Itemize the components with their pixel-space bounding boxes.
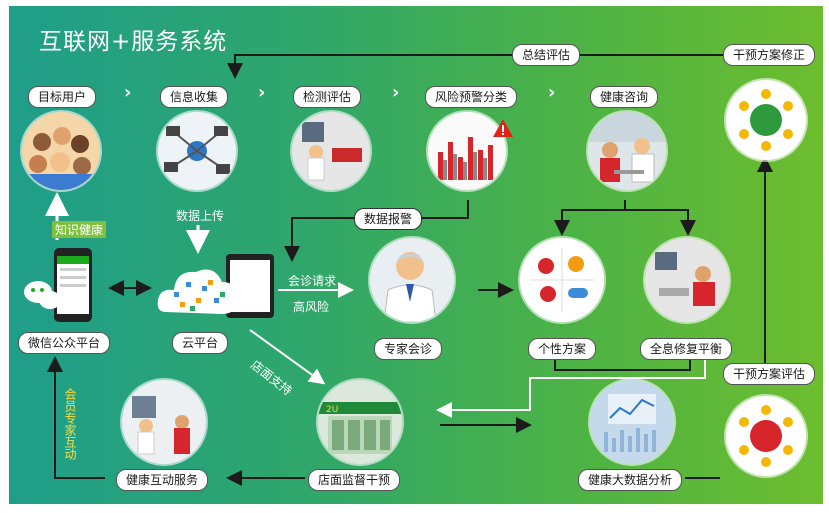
label-knowledge: 知识健康 — [52, 221, 107, 238]
node-interactive-service: 健康互动服务 — [116, 469, 209, 491]
plan-fix-image — [726, 80, 806, 160]
step-target-users: 目标用户 — [28, 86, 97, 108]
label-data-report: 数据报警 — [354, 208, 423, 230]
node-cloud-platform: 云平台 — [172, 332, 229, 354]
info-network-image — [158, 112, 236, 190]
consult-image — [588, 112, 666, 190]
node-store-intervention: 店面监督干预 — [308, 469, 401, 491]
interactive-service-image — [122, 380, 206, 464]
store-image: 2U — [318, 380, 402, 464]
label-plan-eval: 干预方案评估 — [723, 363, 816, 385]
users-crowd-image — [22, 112, 100, 190]
plan-eval-image — [726, 396, 806, 476]
store-support-arrow — [249, 329, 326, 385]
step-detect-eval: 检测评估 — [293, 86, 362, 108]
bigdata-image — [590, 380, 674, 464]
node-expert-consult: 专家会诊 — [374, 338, 443, 360]
label-plan-fix: 干预方案修正 — [723, 44, 816, 66]
diagram-title: 互联网+服务系统 — [39, 29, 228, 55]
chevron-icon: › — [392, 82, 400, 103]
chevron-icon: › — [258, 82, 266, 103]
interactive-wechat-arrow — [47, 356, 105, 479]
node-personal-plan: 个性方案 — [528, 338, 597, 360]
store-sign-text: 2U — [326, 405, 338, 415]
detect-eval-image — [292, 112, 370, 190]
step-risk-warning: 风险预警分类 — [425, 86, 518, 108]
node-holistic-balance: 全息修复平衡 — [640, 338, 733, 360]
expert-image — [370, 238, 454, 322]
risk-chart-image — [428, 112, 506, 190]
holistic-image — [645, 238, 729, 322]
label-high-risk: 高风险 — [293, 300, 330, 314]
chevron-icon: › — [124, 82, 132, 103]
wechat-phone-image — [24, 248, 92, 322]
label-summary-eval: 总结评估 — [512, 44, 581, 66]
node-bigdata-analysis: 健康大数据分析 — [578, 469, 683, 491]
label-consult-request: 会诊请求 — [288, 274, 337, 288]
step-health-consult: 健康咨询 — [590, 86, 659, 108]
step-info-collection: 信息收集 — [160, 86, 229, 108]
personal-plan-image — [520, 238, 604, 322]
holistic-store-arrow — [436, 360, 706, 418]
chevron-icon: › — [548, 82, 556, 103]
warning-icon — [493, 119, 513, 137]
label-data-upload: 数据上传 — [176, 209, 225, 223]
label-member-interaction: 会员专家互动 — [63, 388, 77, 460]
node-wechat-platform: 微信公众平台 — [18, 332, 111, 354]
cloud-image — [157, 254, 274, 318]
summary-eval-arrow — [227, 54, 690, 79]
